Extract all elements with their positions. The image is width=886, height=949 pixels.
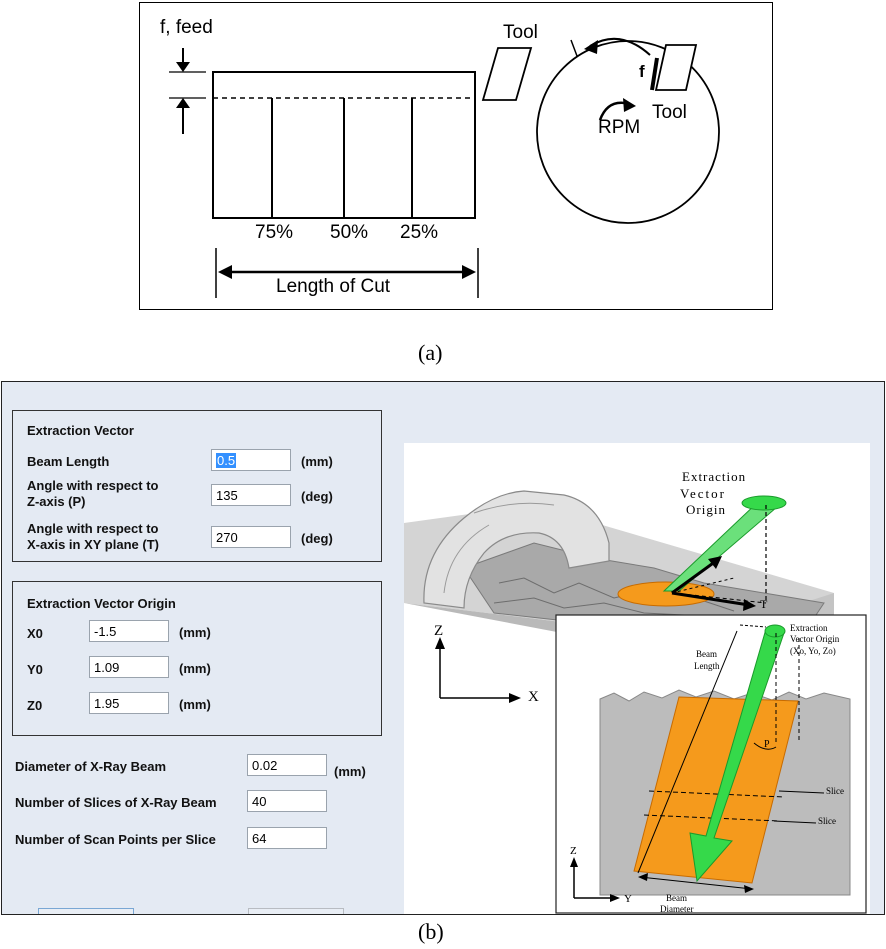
origin-label-2: Vector [680,486,726,501]
z0-label: Z0 [27,698,43,713]
x0-unit: (mm) [179,625,211,640]
diameter-unit: (mm) [334,764,366,779]
inset-z-label: Z [570,845,577,857]
x0-input[interactable]: -1.5 [89,620,169,642]
points-label: Number of Scan Points per Slice [15,832,216,847]
length-of-cut-label: Length of Cut [276,276,391,297]
z-axis-label: Z [434,623,444,639]
feed-label: f, feed [160,17,213,38]
extraction-vector-group: Extraction Vector Beam Length 0.5 (mm) A… [12,410,382,562]
y0-label: Y0 [27,662,43,677]
tool-insert [654,44,698,91]
diameter-input[interactable]: 0.02 [247,754,327,776]
angle-p-unit: (deg) [301,489,333,504]
t-label: T [760,597,768,611]
extraction-vector-title: Extraction Vector [27,423,134,438]
beam-diameter-2: Diameter [660,904,694,914]
angle-t-unit: (deg) [301,531,333,546]
slices-input[interactable]: 40 [247,790,327,812]
angle-t-input[interactable]: 270 [211,526,291,548]
percent-75: 75% [255,222,294,243]
diameter-label: Diameter of X-Ray Beam [15,759,166,774]
angle-t-label-2: X-axis in XY plane (T) [27,537,159,552]
points-input[interactable]: 64 [247,827,327,849]
tool-top [481,47,533,101]
beam-length-label: Beam Length [27,454,110,469]
origin-title: Extraction Vector Origin [27,596,176,611]
beam-length-2: Length [694,661,720,671]
p-angle-label: P [764,739,770,750]
extraction-origin-group: Extraction Vector Origin X0 -1.5 (mm) Y0… [12,581,382,736]
beam-length-unit: (mm) [301,454,333,469]
angle-p-label-1: Angle with respect to [27,478,159,493]
rpm-label: RPM [598,117,641,138]
f-label: f [639,62,645,81]
milling-diagram [169,37,720,298]
angle-p-label-2: Z-axis (P) [27,494,86,509]
inset-origin-3: (Xo, Yo, Zo) [790,646,836,656]
origin-label-3: Origin [686,502,726,517]
inset-origin-2: Vector Origin [790,634,840,644]
angle-p-input[interactable]: 135 [211,484,291,506]
beam-length-input[interactable]: 0.5 [211,449,291,471]
caption-a: (a) [418,340,443,365]
slice-label-1: Slice [826,786,844,796]
slice-disc [617,581,715,607]
extraction-illustration: Extraction Vector Origin T Z X Extractio… [404,443,870,914]
action-button-1[interactable] [38,908,134,914]
tool-label-right: Tool [652,102,687,123]
length-arrow-right [462,265,476,279]
angle-t-label-1: Angle with respect to [27,521,159,536]
beam-length-1: Beam [696,649,717,659]
y0-input[interactable]: 1.09 [89,656,169,678]
slice-label-2: Slice [818,816,836,826]
inset-green-arrow [689,628,785,883]
z0-unit: (mm) [179,697,211,712]
inset-y-label: Y [624,893,632,905]
percent-50: 50% [330,222,369,243]
beam-origin-disc [741,495,787,511]
y0-unit: (mm) [179,661,211,676]
weld-bead [423,490,610,609]
x-axis-label: X [528,689,539,705]
tool-label-top: Tool [503,22,538,43]
illustration-svg [404,490,867,914]
action-button-2[interactable] [248,908,344,914]
settings-window: Extraction Vector Beam Length 0.5 (mm) A… [1,381,885,915]
inset-origin-1: Extraction [790,623,828,633]
beam-diameter-1: Beam [666,893,687,903]
length-arrow-left [218,265,232,279]
z0-input[interactable]: 1.95 [89,692,169,714]
caption-b: (b) [418,919,444,944]
feed-arrow-up [176,98,190,108]
feed-arrow-down [176,62,190,72]
slices-label: Number of Slices of X-Ray Beam [15,795,217,810]
x0-label: X0 [27,626,43,641]
origin-label-1: Extraction [682,469,747,484]
percent-25: 25% [400,222,439,243]
